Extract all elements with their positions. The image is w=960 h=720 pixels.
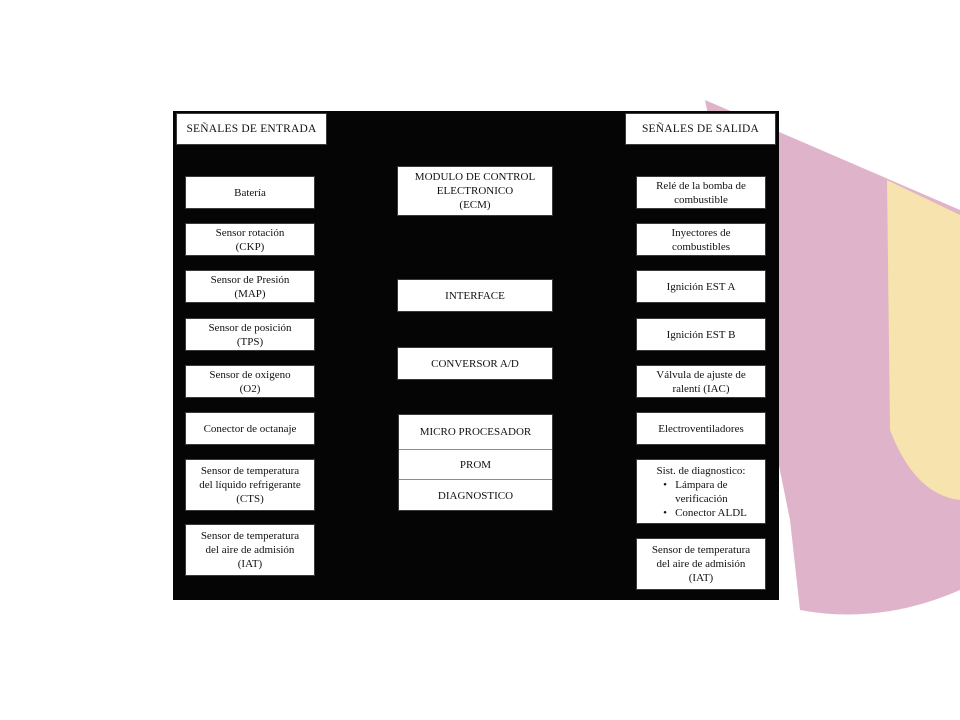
prom-label: PROM [459,458,492,471]
stack-divider [399,479,552,480]
input-cts-sensor: Sensor de temperatura del líquido refrig… [185,459,315,511]
output-ignition-est-b: Ignición EST B [636,318,766,351]
diagnostico-label: DIAGNOSTICO [437,489,514,502]
microprocessor-label: MICRO PROCESADOR [419,426,532,438]
diagnostic-item-label: Lámpara de verificación [675,478,728,505]
diagnostic-item: • Conector ALDL [663,506,747,520]
diagnostic-item-label: Conector ALDL [675,506,747,519]
input-tps-sensor: Sensor de posición (TPS) [185,318,315,351]
bullet-icon: • [663,478,667,491]
input-bateria: Batería [185,176,315,209]
input-map-sensor: Sensor de Presión (MAP) [185,270,315,303]
output-ignition-est-a: Ignición EST A [636,270,766,303]
inputs-header: SEÑALES DE ENTRADA [176,113,327,145]
ecm-module-box: MODULO DE CONTROL ELECTRONICO (ECM) [397,166,553,216]
diagnostic-item: • Lámpara de verificación [663,478,747,506]
diagnostic-system-title: Sist. de diagnostico: [656,464,746,477]
output-fuel-pump-relay: Relé de la bomba de combustible [636,176,766,209]
interface-box: INTERFACE [397,279,553,312]
ad-converter-box: CONVERSOR A/D [397,347,553,380]
input-o2-sensor: Sensor de oxigeno (O2) [185,365,315,398]
input-iat-sensor: Sensor de temperatura del aire de admisi… [185,524,315,576]
output-fuel-injectors: Inyectores de combustibles [636,223,766,256]
output-electric-fans: Electroventiladores [636,412,766,445]
output-iac-valve: Válvula de ajuste de ralentí (IAC) [636,365,766,398]
output-iat-sensor: Sensor de temperatura del aire de admisi… [636,538,766,590]
output-diagnostic-system: Sist. de diagnostico: • Lámpara de verif… [636,459,766,524]
stack-divider [399,449,552,450]
outputs-header: SEÑALES DE SALIDA [625,113,776,145]
input-octane-connector: Conector de octanaje [185,412,315,445]
bullet-icon: • [663,506,667,519]
yellow-decorative-shape [887,180,960,500]
processor-stack: MICRO PROCESADOR PROM DIAGNOSTICO [398,414,553,511]
input-ckp-sensor: Sensor rotación (CKP) [185,223,315,256]
